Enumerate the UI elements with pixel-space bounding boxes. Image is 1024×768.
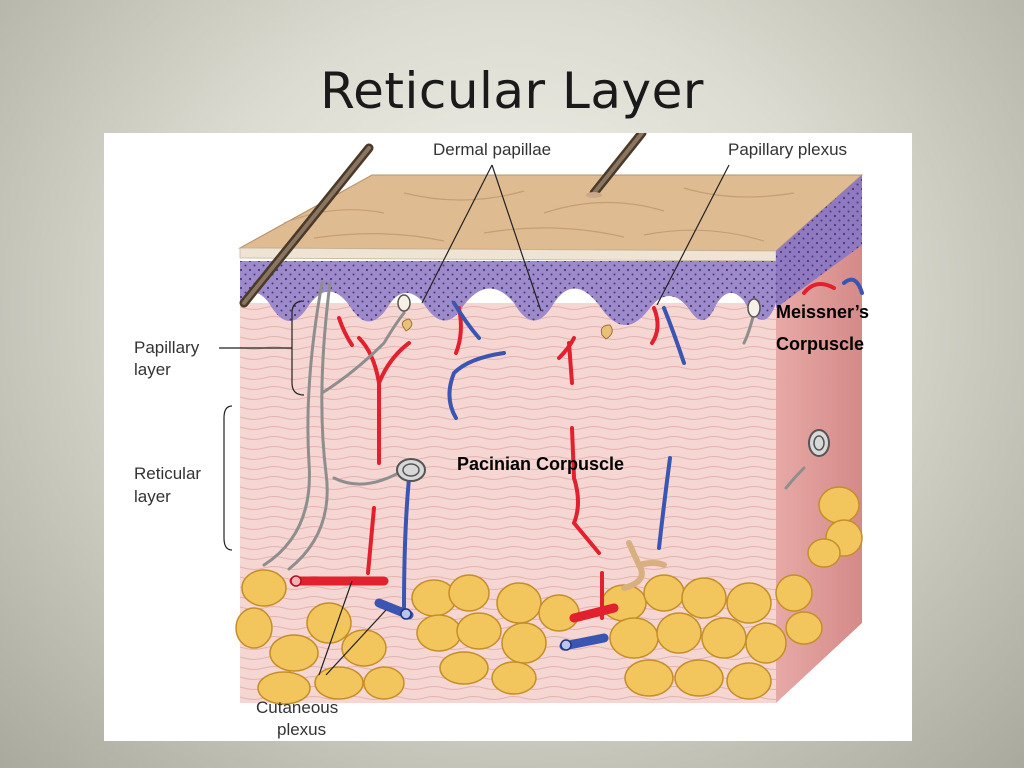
leader-lines xyxy=(219,164,730,676)
adipose-tissue xyxy=(235,486,863,705)
hair-shafts xyxy=(239,133,647,308)
pacinian-corpuscle-shape xyxy=(396,429,830,482)
label-meissners-corpuscle-line1: Meissner’s xyxy=(776,302,870,322)
label-meissners-corpuscle-line2: Corpuscle xyxy=(776,334,865,354)
meissner-corpuscle-shape xyxy=(397,294,761,318)
skin-cross-section xyxy=(219,133,864,705)
slide-title: Reticular Layer xyxy=(320,62,704,120)
label-cutaneous-plexus-line2: plexus xyxy=(277,720,327,739)
label-dermal-papillae: Dermal papillae xyxy=(433,140,552,159)
label-reticular-layer-line1: Reticular xyxy=(134,464,202,483)
label-papillary-layer-line1: Papillary xyxy=(134,338,200,357)
label-papillary-layer-line2: layer xyxy=(134,360,171,379)
label-papillary-plexus: Papillary plexus xyxy=(728,140,848,159)
blood-vessels xyxy=(289,277,864,651)
skin-diagram: Dermal papillae Papillary plexus Papilla… xyxy=(104,133,912,741)
nerve-fibers xyxy=(262,281,806,571)
label-reticular-layer-line2: layer xyxy=(134,487,171,506)
label-pacinian-corpuscle: Pacinian Corpuscle xyxy=(457,454,625,474)
label-cutaneous-plexus-line1: Cutaneous xyxy=(256,698,339,717)
